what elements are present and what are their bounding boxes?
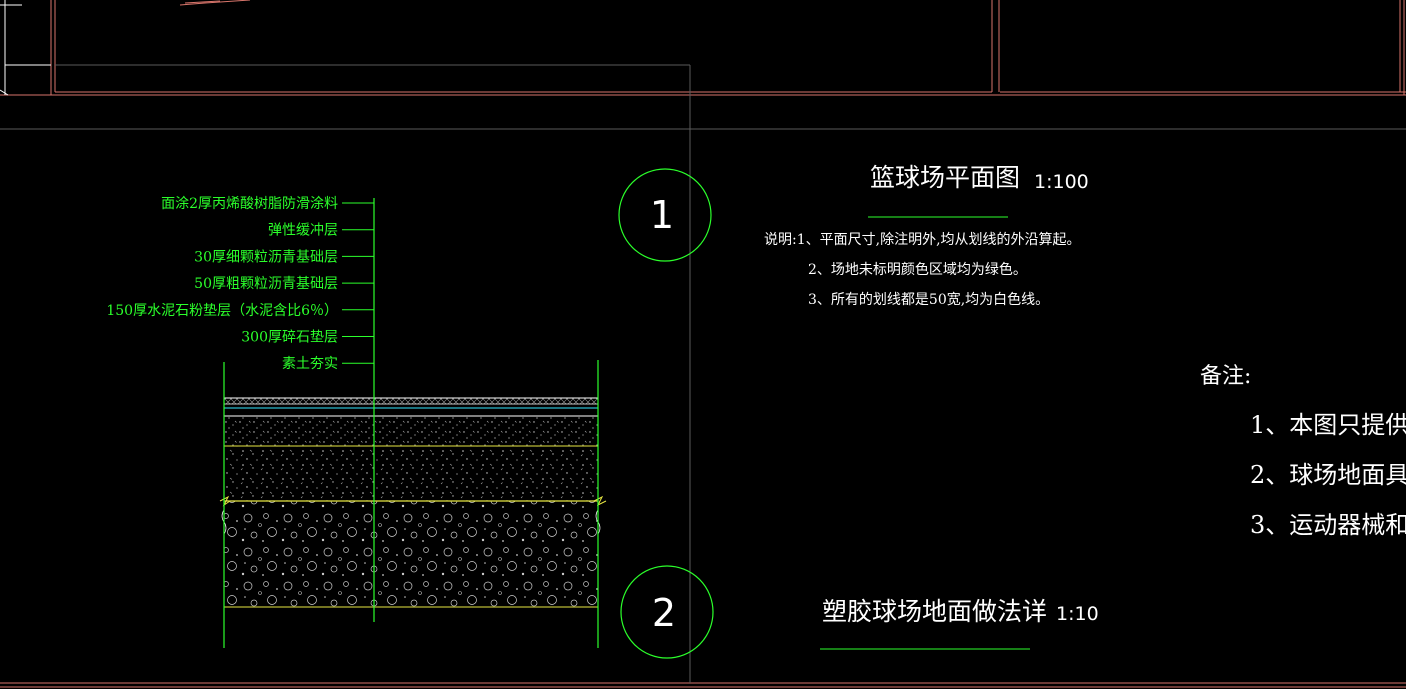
- detail-marker-1[interactable]: 1: [618, 168, 712, 262]
- detail-marker-2[interactable]: 2: [620, 565, 714, 659]
- plan-scale: 1:100: [1034, 171, 1089, 193]
- layer-label: 弹性缓冲层: [268, 223, 338, 239]
- layer-label: 300厚碎石垫层: [241, 330, 338, 346]
- detail-scale: 1:10: [1056, 603, 1099, 625]
- plan-title: 篮球场平面图: [870, 163, 1020, 192]
- layer-label: 面涂2厚丙烯酸树脂防滑涂料: [161, 195, 338, 212]
- layer-label: 素土夯实: [282, 356, 338, 372]
- remarks-title: 备注:: [1200, 364, 1251, 389]
- remark-item-2: 2、球场地面具体做: [1250, 461, 1406, 489]
- detail-title: 塑胶球场地面做法详: [822, 597, 1047, 626]
- viewport-frame: [0, 64, 1406, 683]
- corner-marks: [0, 0, 51, 96]
- marker-2-number: 2: [652, 591, 676, 635]
- remark-item-3: 3、运动器械和业主: [1250, 511, 1406, 539]
- section-drawing: [219, 198, 607, 648]
- layer-label: 50厚粗颗粒沥青基础层: [194, 275, 338, 292]
- layer-label: 30厚细颗粒沥青基础层: [194, 248, 338, 265]
- layer-label: 150厚水泥石粉垫层（水泥含比6％）: [106, 303, 338, 319]
- marker-1-number: 1: [650, 193, 674, 237]
- plan-note-2: 2、场地未标明颜色区域均为绿色。: [808, 261, 1027, 278]
- remark-item-1: 1、本图只提供相关: [1250, 411, 1406, 439]
- plan-note-3: 3、所有的划线都是50宽,均为白色线。: [808, 291, 1049, 308]
- plan-note-1: 说明:1、平面尺寸,除注明外,均从划线的外沿算起。: [764, 232, 1081, 248]
